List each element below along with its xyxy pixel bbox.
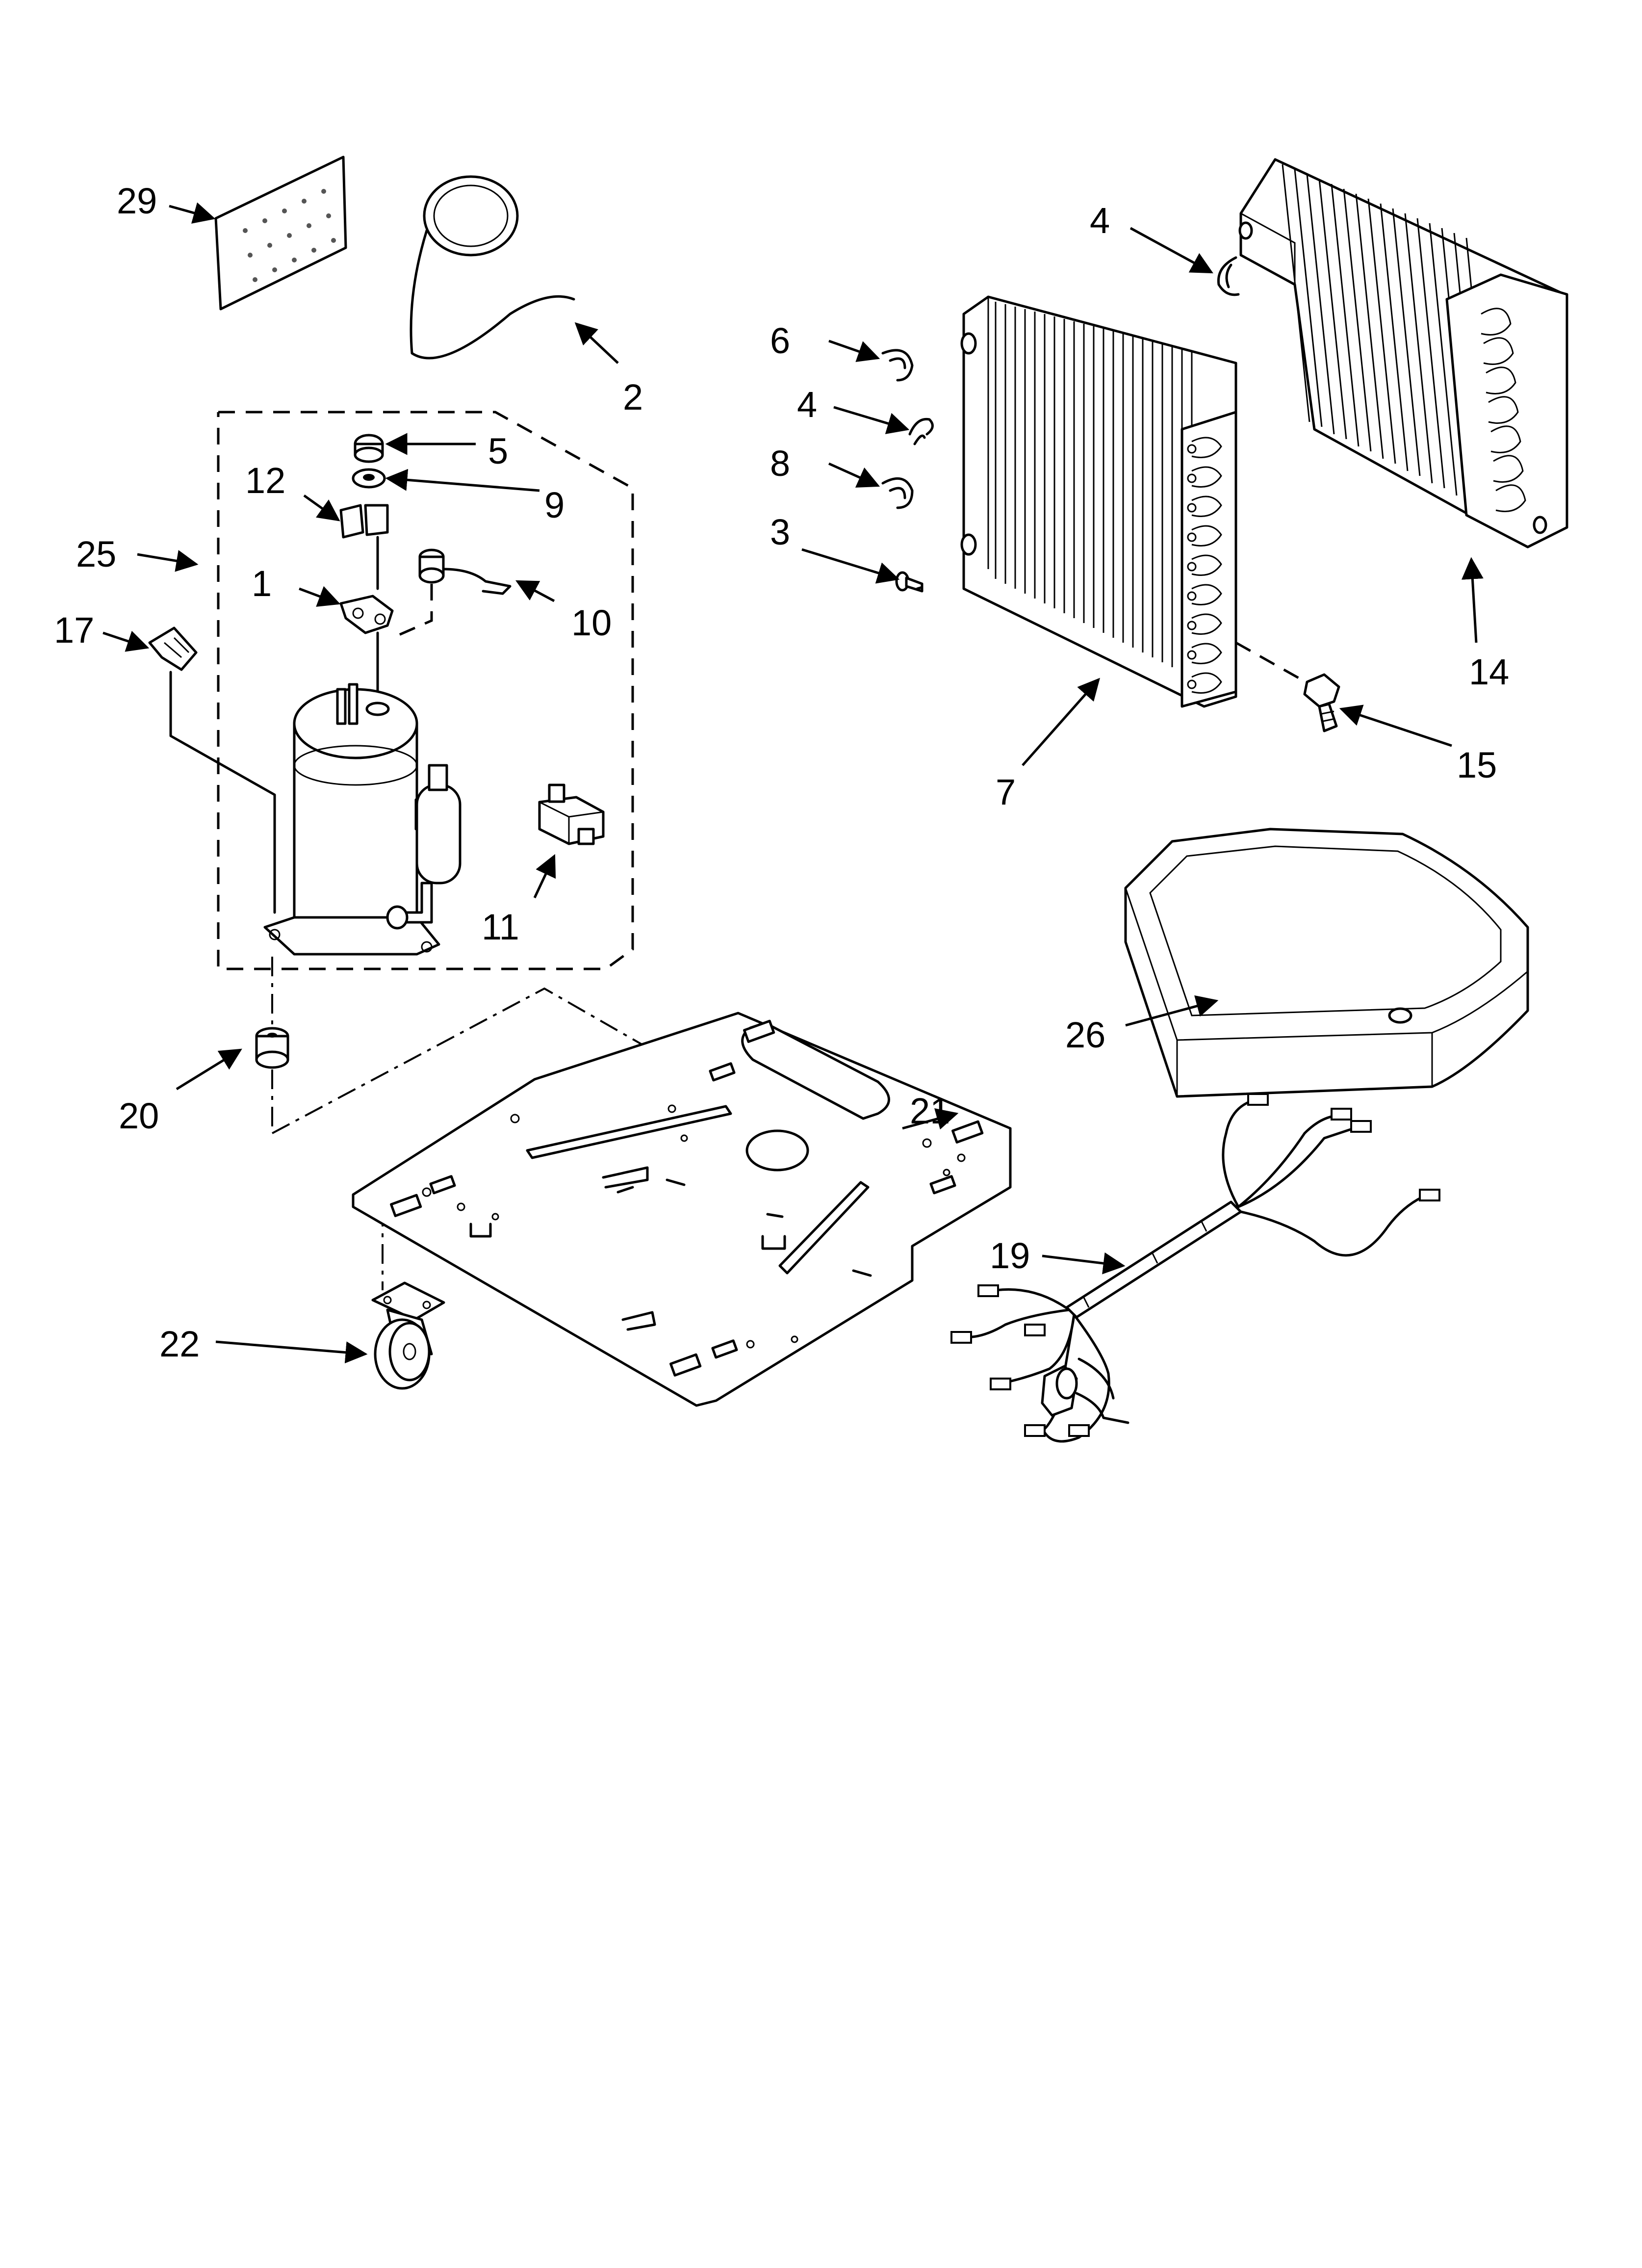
compressor: [263, 683, 462, 956]
label-part-26: 26: [1065, 1015, 1105, 1055]
label-part-5: 5: [488, 431, 508, 471]
label-part-20: 20: [119, 1095, 159, 1136]
part-29-filter-pad: [214, 156, 347, 311]
part-9-washer: [352, 468, 386, 489]
part-3-thermistor-pin: [895, 571, 924, 593]
part-17-clip: [148, 626, 276, 914]
part-19-wire-harness: [950, 1093, 1440, 1443]
label-part-4-left: 4: [797, 384, 817, 425]
part-8-clip: [881, 477, 914, 509]
part-21-base-pan: [352, 1012, 1012, 1407]
part-5-nut: [354, 434, 384, 463]
label-part-22: 22: [159, 1324, 200, 1364]
part-10-overload-protector: [391, 548, 512, 639]
part-2-exhaust-hose: [410, 175, 575, 360]
label-part-14: 14: [1469, 652, 1509, 692]
label-part-12: 12: [245, 460, 285, 501]
part-20-rubber-foot: [255, 1027, 289, 1069]
callout-arrows: [103, 202, 1484, 1364]
label-part-15: 15: [1457, 745, 1497, 785]
label-part-17: 17: [54, 610, 94, 651]
label-part-19: 19: [990, 1235, 1030, 1276]
part-4-clip-right: [1217, 256, 1240, 296]
label-part-1: 1: [252, 563, 272, 604]
part-25-compressor-assembly-boundary: [217, 411, 634, 970]
part-14-condenser-coil: [1238, 158, 1568, 548]
label-part-3: 3: [770, 512, 790, 552]
part-22-caster-wheel: [371, 1281, 445, 1390]
label-part-10: 10: [571, 602, 612, 643]
part-26-drain-pan: [1124, 828, 1529, 1098]
label-part-9: 9: [544, 485, 564, 525]
label-part-6: 6: [770, 320, 790, 361]
part-6-clip: [881, 349, 914, 382]
part-4-clip-left: [908, 417, 934, 445]
label-part-25: 25: [76, 534, 116, 574]
part-number-labels: 29 2 5 9 12 1 10 11 25 17 20 22 21 6 4 8…: [54, 181, 1509, 1364]
label-part-8: 8: [770, 443, 790, 484]
label-part-7: 7: [996, 772, 1016, 812]
label-part-2: 2: [623, 377, 643, 417]
label-part-11: 11: [482, 907, 519, 947]
label-part-29: 29: [117, 181, 157, 221]
part-15-drain-fitting: [1303, 673, 1340, 732]
part-12-grommet: [339, 504, 389, 590]
label-part-4-right: 4: [1090, 200, 1110, 241]
part-7-evaporator-coil: [960, 295, 1315, 708]
part-11-relay: [538, 783, 605, 845]
part-1-mounting-bracket: [339, 595, 394, 703]
label-part-21: 21: [910, 1091, 950, 1131]
